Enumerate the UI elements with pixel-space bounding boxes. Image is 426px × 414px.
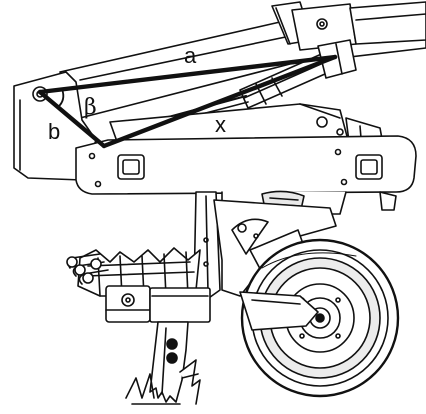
wheel-fork (239, 291, 319, 331)
gauge-wheel (240, 238, 400, 398)
clamp-block (105, 285, 211, 323)
label-a: a (184, 43, 197, 68)
frame-beam (59, 1, 426, 119)
toolbar-plate (75, 135, 417, 195)
label-x: x (215, 112, 226, 137)
geometry-triangle (37, 54, 338, 149)
label-beta: β (84, 95, 97, 120)
coil-tines (66, 253, 109, 285)
label-b: b (48, 119, 61, 144)
lower-tines (125, 359, 201, 405)
serrated-blade (149, 321, 189, 403)
